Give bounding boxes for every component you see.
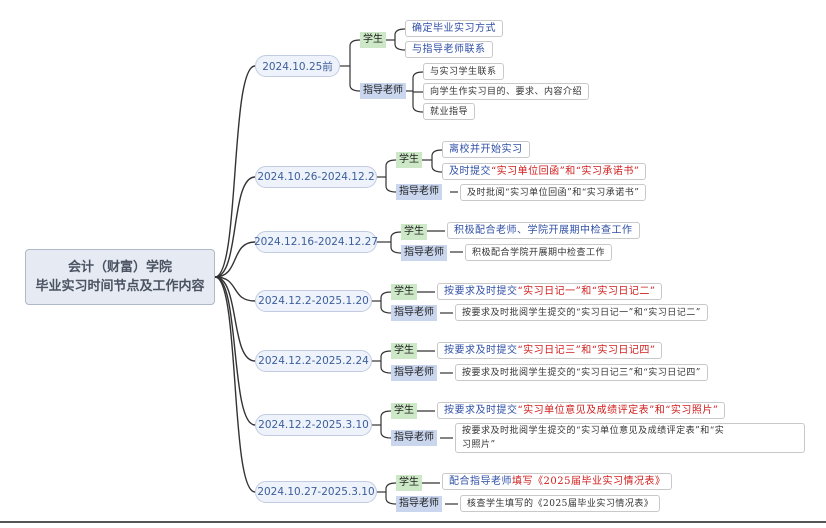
student-task: 按要求及时提交“实习日记一”和“实习日记二” [437, 283, 663, 300]
teacher-task: 按要求及时批阅学生提交的“实习日记一”和“实习日记二” [455, 304, 708, 321]
student-task: 确定毕业实习方式 [405, 20, 503, 37]
root-branch-connector [214, 241, 256, 278]
teacher-task: 及时批阅“实习单位回函”和“实习承诺书” [460, 184, 647, 201]
student-tag: 学生 [391, 284, 417, 300]
student-task: 离校并开始实习 [442, 141, 530, 158]
teacher-task: 就业指导 [423, 103, 476, 120]
student-task: 按要求及时提交“实习日记三”和“实习日记四” [437, 342, 663, 359]
stage-date-node[interactable]: 2024.10.26-2024.12.2 [255, 166, 377, 188]
root-branch-connector [214, 276, 256, 302]
teacher-task: 按要求及时批阅学生提交的“实习单位意见及成绩评定表”和“实习照片” [455, 423, 805, 453]
teacher-tag: 指导老师 [396, 496, 442, 512]
stage-date-node[interactable]: 2024.12.16-2024.12.27 [254, 231, 378, 253]
teacher-task: 与实习学生联系 [423, 63, 504, 80]
stage-date-node[interactable]: 2024.12.2-2025.3.10 [255, 414, 372, 436]
student-task: 积极配合老师、学院开展期中检查工作 [447, 222, 640, 239]
student-tag: 学生 [391, 403, 417, 419]
student-tag: 学生 [360, 32, 386, 48]
leaf-bracket [431, 149, 443, 173]
teacher-task: 积极配合学院开展期中检查工作 [465, 244, 613, 261]
teacher-task: 按要求及时批阅学生提交的“实习日记三”和“实习日记四” [455, 364, 708, 381]
teacher-tag: 指导老师 [391, 305, 437, 321]
tag-bracket [385, 482, 397, 505]
root-branch-connector [214, 276, 256, 426]
student-tag: 学生 [396, 475, 422, 491]
tag-bracket [380, 291, 392, 314]
root-branch-connector [214, 276, 256, 362]
teacher-tag: 指导老师 [360, 83, 406, 99]
student-task: 按要求及时提交“实习单位意见及成绩评定表”和“实习照片” [437, 402, 726, 419]
student-task: 配合指导老师填写《2025届毕业实习情况表》 [442, 473, 673, 490]
stage-date-node[interactable]: 2024.10.25前 [255, 55, 340, 77]
teacher-tag: 指导老师 [401, 245, 447, 261]
student-tag: 学生 [396, 152, 422, 168]
bottom-border [0, 521, 826, 523]
tag-bracket [385, 159, 397, 193]
tag-bracket [380, 350, 392, 374]
root-branch-connector [214, 176, 256, 278]
student-task: 及时提交“实习单位回函”和“实习承诺书” [442, 163, 647, 180]
stage-date-node[interactable]: 2024.10.27-2025.3.10 [255, 481, 377, 503]
root-title-line1: 会计（财富）学院 [67, 260, 172, 275]
teacher-tag: 指导老师 [391, 365, 437, 381]
root-node[interactable]: 会计（财富）学院 毕业实习时间节点及工作内容 [25, 249, 215, 305]
tag-bracket [390, 231, 402, 254]
leaf-bracket [394, 28, 406, 51]
tag-bracket [380, 410, 392, 439]
teacher-tag: 指导老师 [391, 430, 437, 446]
root-branch-connector [214, 276, 256, 493]
student-tag: 学生 [401, 224, 427, 240]
teacher-task: 核查学生填写的《2025届毕业实习情况表》 [460, 495, 661, 512]
root-title-line2: 毕业实习时间节点及工作内容 [35, 279, 205, 294]
teacher-tag: 指导老师 [396, 184, 442, 200]
tag-bracket [349, 39, 361, 92]
student-task: 与指导老师联系 [405, 41, 493, 58]
root-branch-connector [214, 65, 256, 278]
teacher-task: 向学生作实习目的、要求、内容介绍 [423, 83, 590, 100]
student-tag: 学生 [391, 343, 417, 359]
stage-date-node[interactable]: 2024.12.2-2025.2.24 [255, 350, 372, 372]
stage-date-node[interactable]: 2024.12.2-2025.1.20 [255, 290, 372, 312]
